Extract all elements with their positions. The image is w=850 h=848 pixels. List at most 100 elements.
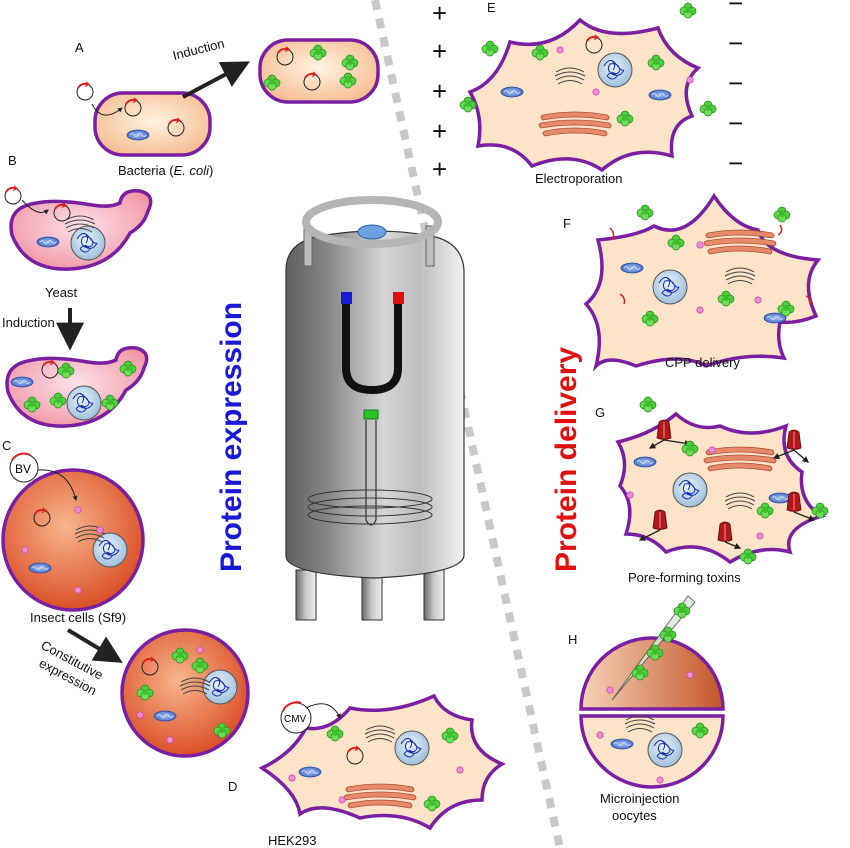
vesicle — [596, 731, 604, 739]
u-tube — [342, 300, 402, 395]
vesicle — [196, 646, 204, 654]
outside-protein — [481, 40, 499, 57]
oocyte-animal-pole — [579, 636, 725, 711]
panel-d-letter: D — [228, 779, 237, 794]
pore-toxin — [656, 419, 672, 440]
cpp-nucleus — [652, 269, 688, 305]
pore-flow-arrow — [663, 439, 692, 447]
outside-protein — [639, 396, 657, 413]
bv-label: BV — [15, 462, 31, 476]
vesicle — [696, 241, 704, 249]
outside-protein — [636, 204, 654, 221]
hek293-nucleus — [394, 730, 430, 766]
bioreactor-handle-post — [425, 225, 435, 267]
pore-flow-arrow — [638, 529, 661, 541]
outside-protein — [773, 206, 791, 223]
panel-a-caption: Bacteria (E. coli) — [118, 163, 213, 178]
panel-g-pore: G Pore-forming toxins — [595, 396, 829, 585]
hek293-cell — [258, 693, 506, 831]
probe-cap — [363, 409, 379, 420]
vesicle — [696, 306, 704, 314]
pore-flow-arrow — [793, 511, 816, 522]
bioreactor-port — [357, 224, 387, 240]
hek293-er — [343, 783, 417, 809]
electro-mitochondria — [648, 89, 672, 101]
panel-g-letter: G — [595, 405, 605, 420]
cpp-mitochondria — [620, 262, 644, 274]
panel-f-letter: F — [563, 216, 571, 231]
vesicle — [656, 776, 664, 784]
panel-e-caption: Electroporation — [535, 171, 622, 186]
panel-d-hek293: CMV D HEK293 — [228, 693, 506, 848]
yeast-plasmid-outside — [4, 185, 22, 205]
oocyte-mitochondria — [610, 738, 634, 750]
panel-h-caption-2: oocytes — [612, 808, 657, 823]
cpp-peptide — [609, 227, 615, 241]
vesicle — [136, 711, 144, 719]
electrode-negative: − − − − − — [728, 0, 743, 178]
stirrer-coil — [307, 505, 433, 525]
bv-plasmid-promoter — [11, 452, 31, 461]
electrode-positive: + + + + + — [432, 0, 447, 184]
cpp-er — [703, 229, 777, 255]
minus-sign: − — [728, 148, 743, 178]
panel-e-electroporation: E + + + + + − − − − − Electropo — [432, 0, 743, 186]
insect-cell — [1, 468, 145, 612]
vesicle — [166, 736, 174, 744]
vesicle — [338, 796, 346, 804]
plus-sign: + — [432, 36, 447, 66]
cpp-peptide — [777, 224, 783, 236]
induced-yeast-nucleus — [66, 385, 102, 421]
plus-sign: + — [432, 76, 447, 106]
expressing-nucleus — [202, 669, 238, 705]
vesicle — [456, 766, 464, 774]
panel-a-bacteria: A Bacteria (E. coli) Induction — [75, 36, 380, 178]
vesicle — [74, 506, 82, 514]
plasmid-entry-arrow — [37, 469, 78, 501]
stirrer-coil — [307, 497, 433, 517]
panel-h-caption-1: Microinjection — [600, 791, 679, 806]
induction-arrow-a — [182, 61, 250, 99]
plasmid-entry-arrow — [91, 103, 123, 116]
electro-nucleus — [597, 52, 633, 88]
panel-b-yeast: B Yeast Induction — [2, 153, 153, 428]
bioreactor-leg — [423, 569, 445, 621]
bacterium-cell — [93, 91, 212, 157]
oocyte-nucleus — [647, 732, 683, 768]
vesicle — [592, 88, 600, 96]
yeast-nucleus — [70, 225, 106, 261]
pore-toxin — [786, 491, 802, 512]
electro-mitochondria — [500, 86, 524, 98]
plus-sign: + — [432, 116, 447, 146]
pore-toxin — [717, 521, 733, 542]
panel-separator — [371, 0, 564, 848]
electroporated-cell — [467, 17, 702, 173]
induced-yeast-mitochondria — [10, 376, 34, 388]
vesicle — [74, 586, 82, 594]
pore-toxin — [652, 509, 668, 530]
vesicle — [686, 76, 694, 84]
panel-h-oocyte: H Microinjection oocytes — [568, 595, 725, 823]
constitutive-arrow — [66, 628, 123, 663]
electro-er — [538, 111, 612, 137]
u-tube-red-end — [393, 292, 404, 304]
insect-nucleus — [92, 532, 128, 568]
pore-flow-arrow — [772, 449, 795, 460]
vesicle — [754, 296, 762, 304]
vesicle — [556, 46, 564, 54]
plasmid-entry-arrow — [305, 703, 341, 719]
panel-b-caption: Yeast — [45, 285, 77, 300]
bioreactor — [285, 196, 465, 621]
minus-sign: − — [728, 108, 743, 138]
cpp-peptide — [805, 295, 812, 305]
cmv-label: CMV — [284, 714, 307, 725]
outside-protein — [699, 100, 717, 117]
panel-f-cpp: F CPP delivery — [563, 192, 822, 372]
panel-h-letter: H — [568, 632, 577, 647]
panel-d-caption: HEK293 — [268, 833, 316, 848]
pore-flow-arrow — [724, 541, 742, 550]
minus-sign: − — [728, 68, 743, 98]
pore-toxin — [786, 429, 802, 450]
